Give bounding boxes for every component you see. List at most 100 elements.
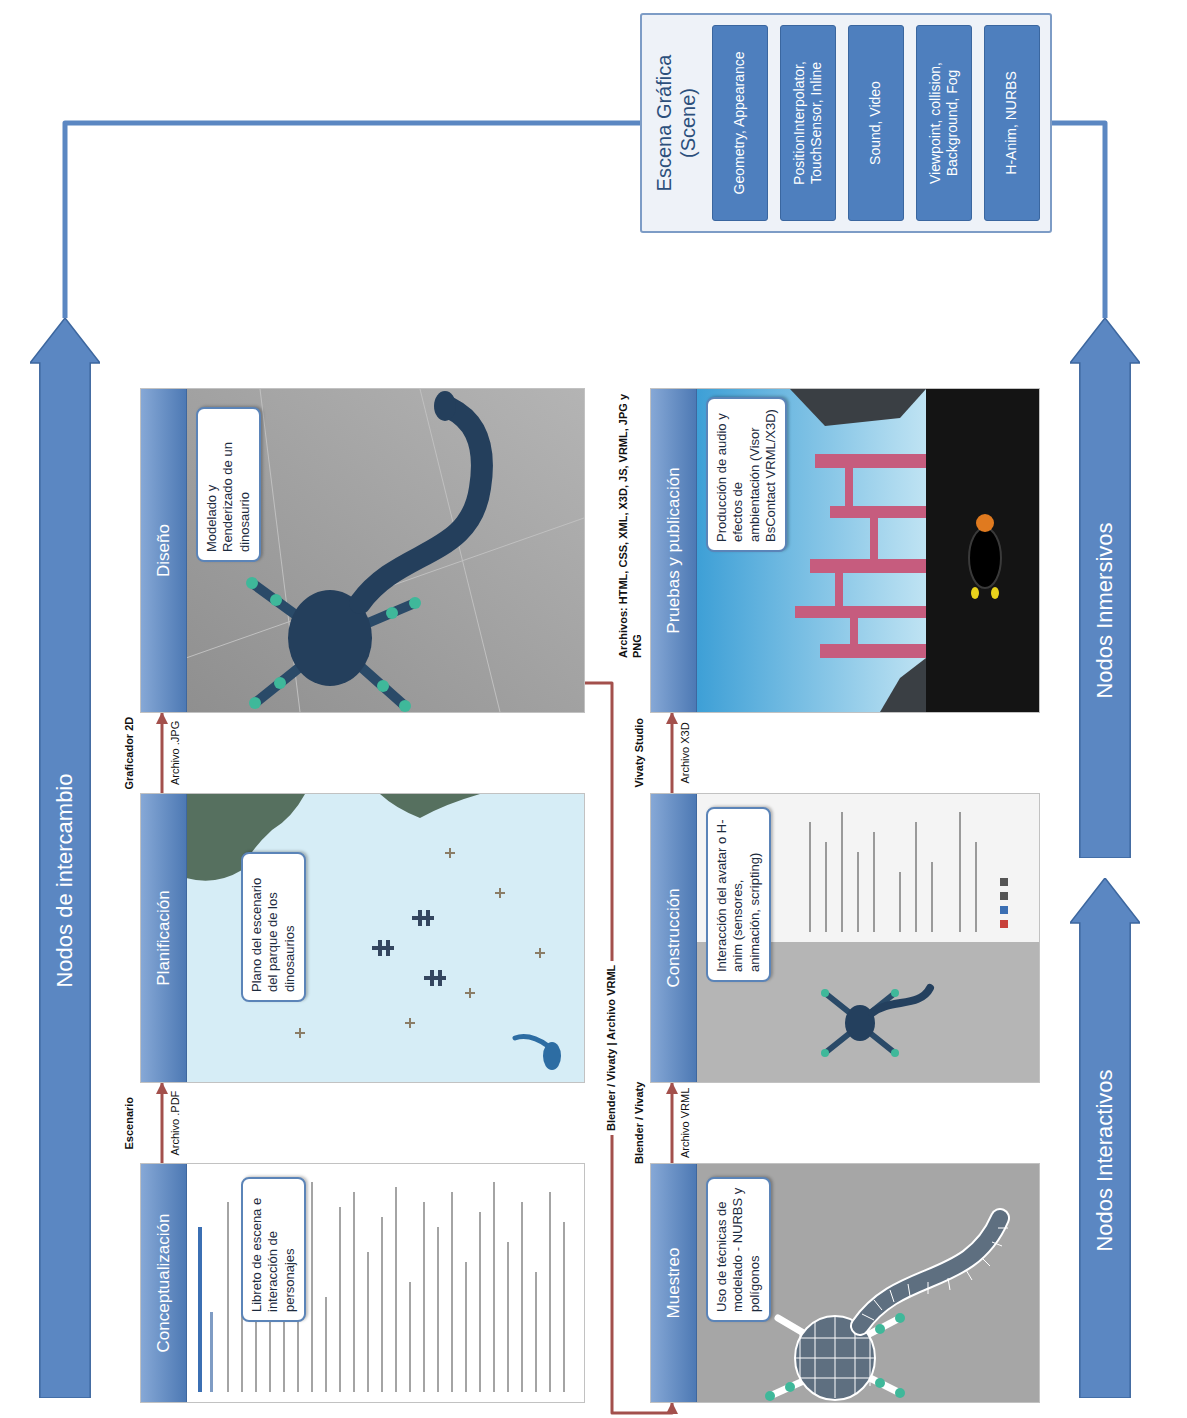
callout-box: Libreto de escena e interacción de perso… — [241, 1177, 306, 1322]
wireframe-dinosaur — [785, 1382, 795, 1392]
editor-screenshot — [872, 988, 930, 1013]
callout-box: Producción de audio y efectos de ambient… — [706, 397, 787, 552]
scene-title: Escena Gráfica (Scene) — [642, 15, 704, 231]
callout-text: Plano del escenario del parque de los di… — [249, 862, 298, 992]
park-map — [186, 794, 584, 1082]
underwater-scene — [815, 454, 926, 468]
rendered-dinosaur — [274, 677, 286, 689]
edge-label: Vivaty Studio — [633, 718, 647, 787]
rendered-dinosaur — [186, 389, 584, 712]
callout-text: Modelado y Renderizado de un dinosaurio — [204, 417, 253, 552]
rendered-dinosaur — [249, 697, 261, 709]
rendered-dinosaur — [434, 391, 456, 421]
callout-text: Uso de técnicas de modelado - NURBS y po… — [714, 1187, 763, 1312]
rendered-dinosaur — [246, 577, 421, 712]
underwater-scene — [880, 658, 926, 712]
underwater-scene — [810, 559, 926, 573]
underwater-scene — [926, 389, 1039, 712]
editor-screenshot — [891, 1049, 899, 1057]
underwater-scene — [850, 618, 858, 644]
underwater-scene — [971, 587, 979, 599]
script-document — [186, 1164, 584, 1402]
callout-box: Interacción del avatar o H-anim (sensore… — [706, 807, 771, 982]
editor-screenshot — [1000, 892, 1008, 900]
underwater-scene — [976, 514, 994, 532]
file-type-label: Archivo X3D — [679, 722, 693, 783]
wireframe-dinosaur — [862, 1228, 1008, 1320]
scene-node-text: H-Anim, NURBS — [1003, 71, 1021, 174]
underwater-scene — [835, 573, 843, 606]
stage-panel: Diseño Modelado y Renderizado de un dinos… — [140, 388, 585, 713]
underwater-scene — [845, 468, 853, 506]
scene-node-box: Geometry, Appearance — [712, 25, 768, 221]
file-type-label: Archivos: HTML, CSS, XML, X3D, JS, VRML,… — [617, 388, 645, 658]
stage-panel: Conceptualización Libreto de escena e int… — [140, 1163, 585, 1403]
scene-node-text: Geometry, Appearance — [731, 52, 749, 195]
underwater-scene — [830, 506, 926, 518]
panel-title: Diseño — [154, 524, 174, 577]
park-map — [372, 910, 446, 986]
file-type-label: Archivo .JPG — [169, 721, 183, 785]
panel-header: Pruebas y publicación — [651, 389, 697, 712]
scene-node-text: Sound, Video — [867, 81, 885, 165]
panel-title: Construcción — [664, 888, 684, 987]
panel-title: Muestreo — [664, 1248, 684, 1319]
band-title: Nodos Inmersivos — [1092, 522, 1118, 698]
wireframe-dinosaur — [875, 1324, 885, 1334]
connector — [65, 123, 640, 318]
scene-node-box: Sound, Video — [848, 25, 904, 221]
band-title: Nodos de intercambio — [52, 774, 78, 988]
wireframe-dinosaur — [895, 1313, 905, 1323]
flow-arrow-band: Nodos Inmersivos — [1070, 318, 1140, 858]
underwater-scene — [969, 528, 1001, 588]
callout-box: Uso de técnicas de modelado - NURBS y po… — [706, 1177, 771, 1322]
file-type-label: Archivo .PDF — [169, 1091, 183, 1156]
panel-title: Planificación — [154, 890, 174, 985]
underwater-scene — [820, 644, 926, 658]
rendered-dinosaur — [186, 389, 584, 712]
panel-header: Diseño — [141, 389, 187, 712]
scene-node-box: Viewpoint, collision, Background, Fog — [916, 25, 972, 221]
wireframe-dinosaur — [895, 1388, 905, 1398]
script-document — [210, 1312, 213, 1392]
connector — [161, 713, 164, 793]
editor-screenshot — [810, 812, 976, 932]
wireframe-dinosaur — [860, 1218, 1000, 1326]
callout-text: Libreto de escena e interacción de perso… — [249, 1187, 298, 1312]
panel-title: Pruebas y publicación — [664, 467, 684, 633]
wireframe-dinosaur — [765, 1313, 905, 1401]
underwater-scene — [696, 389, 926, 712]
editor-screenshot — [1000, 920, 1008, 928]
connector — [1052, 123, 1105, 318]
edge-label: Escenario — [123, 1097, 137, 1150]
script-document — [186, 1164, 584, 1402]
panel-header: Muestreo — [651, 1164, 697, 1402]
callout-box: Modelado y Renderizado de un dinosaurio — [196, 407, 261, 562]
rendered-dinosaur — [252, 583, 415, 706]
rendered-dinosaur — [409, 597, 421, 609]
underwater-scene — [870, 518, 878, 559]
rendered-dinosaur — [270, 594, 282, 606]
band-arrow-shape — [1070, 878, 1140, 1398]
band-arrow-shape — [1070, 318, 1140, 858]
panel-header: Conceptualización — [141, 1164, 187, 1402]
scene-box: Escena Gráfica (Scene) Geometry, Appearan… — [640, 13, 1052, 233]
connector — [671, 713, 674, 793]
wireframe-dinosaur — [696, 1164, 1039, 1402]
underwater-scene — [795, 606, 926, 618]
editor-screenshot — [821, 989, 829, 997]
scene-node-box: H-Anim, NURBS — [984, 25, 1040, 221]
flow-arrow-band: Nodos Interactivos — [1070, 878, 1140, 1398]
panel-header: Planificación — [141, 794, 187, 1082]
park-map — [186, 794, 584, 1082]
stage-panel: Planificación Plano del escenario del par… — [140, 793, 585, 1083]
editor-screenshot — [891, 989, 899, 997]
stage-panel: Construcción Interacción del avatar o H-a… — [650, 793, 1040, 1083]
callout-text: Interacción del avatar o H-anim (sensore… — [714, 817, 763, 972]
connector — [671, 1083, 674, 1163]
editor-screenshot — [696, 794, 1039, 1082]
wireframe-dinosaur — [696, 1164, 1039, 1402]
editor-screenshot — [821, 989, 899, 1057]
connector — [161, 1083, 164, 1163]
rendered-dinosaur — [246, 577, 258, 589]
